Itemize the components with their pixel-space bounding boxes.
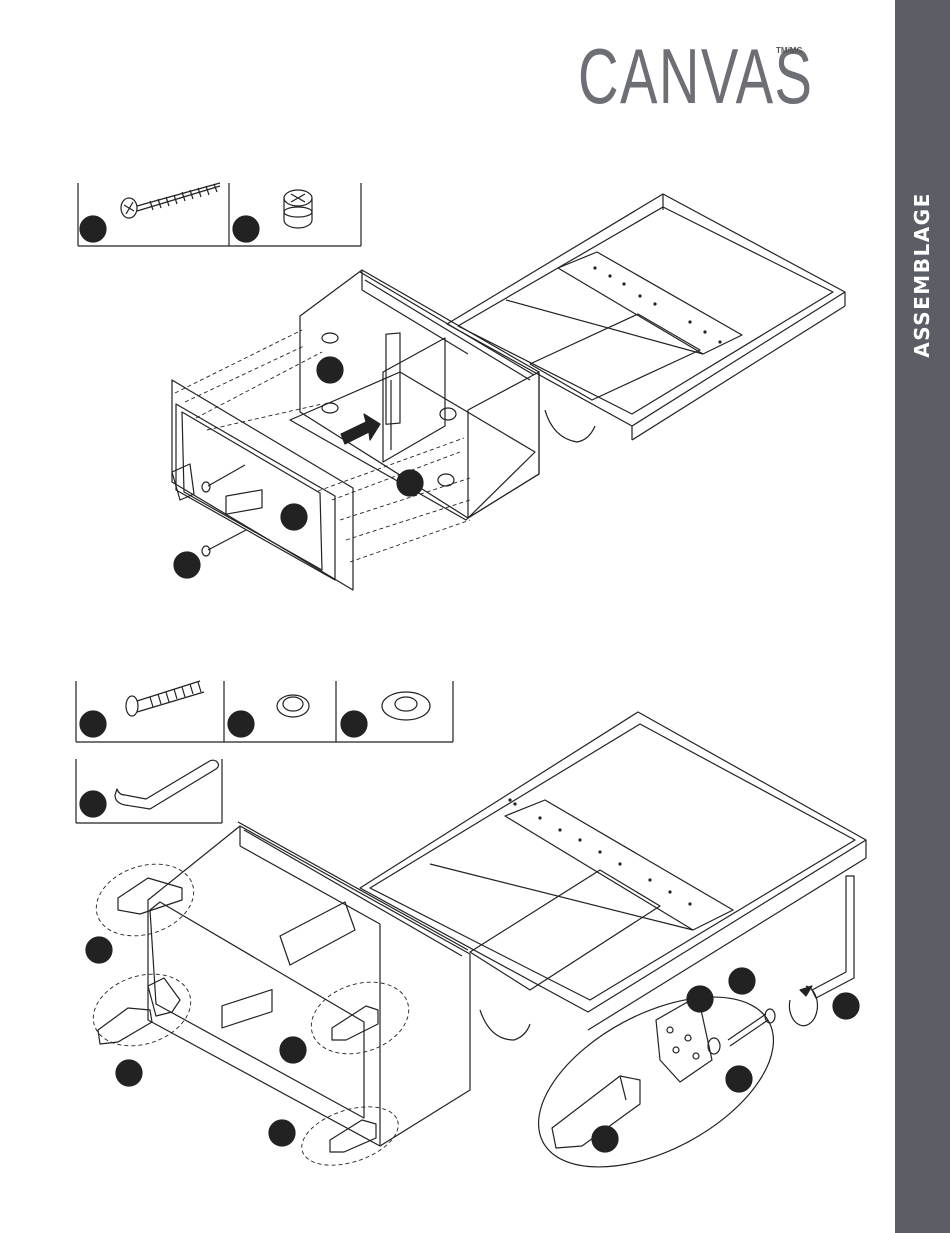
bolt-icon [126, 681, 204, 716]
hardware-marker [281, 504, 307, 530]
allen-key-icon [115, 760, 219, 809]
hardware-marker [317, 357, 343, 383]
hardware-marker [174, 552, 200, 578]
hardware-marker [80, 711, 106, 737]
hardware-marker [228, 711, 254, 737]
step1-frame [172, 194, 845, 590]
hardware-marker [592, 1126, 618, 1152]
hardware-marker [397, 470, 423, 496]
long-screw-icon [121, 183, 220, 218]
hardware-marker [341, 711, 367, 737]
flat-washer-icon [382, 692, 430, 720]
hardware-marker [687, 986, 713, 1012]
lock-washer-icon [277, 695, 309, 717]
hardware-marker [80, 216, 106, 242]
hardware-marker [269, 1120, 295, 1146]
hardware-marker [729, 968, 755, 994]
hardware-marker [833, 993, 859, 1019]
step2-frame [84, 712, 866, 1202]
hardware-marker [116, 1060, 142, 1086]
hardware-marker [233, 216, 259, 242]
step2-hardware-box [76, 681, 453, 742]
hardware-marker [726, 1066, 752, 1092]
step1-hardware-box [78, 183, 361, 246]
cam-lock-icon [284, 190, 312, 228]
hardware-marker [80, 791, 106, 817]
hardware-marker [86, 937, 112, 963]
hardware-marker [280, 1037, 306, 1063]
